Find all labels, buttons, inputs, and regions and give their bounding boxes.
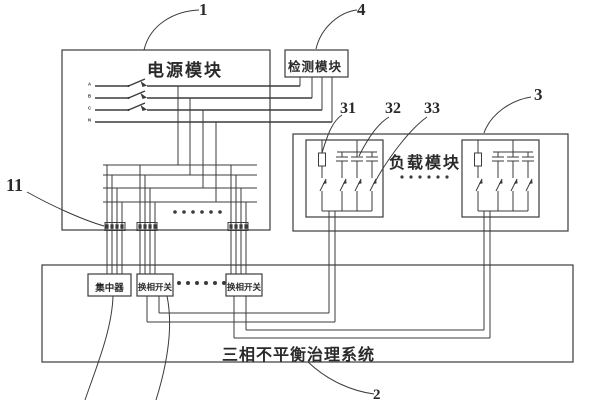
detection-tap-wires (299, 77, 333, 122)
bus-bars (103, 164, 257, 203)
leader-lines (26, 9, 532, 400)
capacitor-icon (350, 151, 364, 212)
concentrator-label: 集中器 (95, 283, 124, 294)
load-module-box (292, 133, 569, 232)
switch-to-load-wires (146, 211, 491, 339)
ref-system-2: 2 (373, 387, 381, 400)
power-module-box (61, 49, 271, 231)
load-branch-group-2 (474, 139, 535, 212)
ellipsis-dots (173, 175, 449, 285)
system-title: 三相不平衡治理系统 (222, 347, 376, 364)
drop-wire-groups (106, 165, 247, 274)
terminal-block (104, 222, 126, 231)
detection-module-title: 检测模块 (288, 60, 343, 74)
phase-label-n: N (88, 118, 92, 124)
phase-switch-2-box (225, 273, 263, 297)
system-box (41, 264, 574, 363)
ref-terminal-11: 11 (6, 175, 24, 195)
ref-branch-switch-33: 33 (424, 100, 440, 117)
phase-to-bus-feeds (177, 86, 217, 202)
phase-lines (95, 78, 332, 123)
phase-label-b: B (88, 94, 92, 100)
capacitor-icon (335, 151, 349, 212)
phase-label-a: A (88, 82, 92, 88)
phase-switch-2-label: 换相开关 (226, 282, 261, 292)
terminal-block (227, 222, 249, 231)
load-module-title: 负载模块 (389, 155, 462, 172)
ref-capacitor-32: 32 (385, 100, 401, 117)
capacitor-icon (506, 151, 520, 212)
capacitor-icon (365, 151, 379, 212)
fuse-icon (474, 139, 484, 212)
ref-load-3: 3 (534, 85, 543, 104)
load-branch-group-1 (318, 139, 379, 212)
ref-power-1: 1 (199, 0, 208, 19)
ref-detection-4: 4 (357, 0, 366, 19)
power-module-title: 电源模块 (147, 61, 223, 80)
terminal-block (136, 222, 158, 231)
phase-label-c: C (88, 106, 92, 112)
ref-fuse-31: 31 (340, 100, 356, 117)
load-branch-group-1-box (305, 139, 384, 218)
phase-switch-1-label: 换相开关 (137, 282, 172, 292)
concentrator-box (87, 273, 132, 297)
terminal-blocks (104, 222, 249, 231)
capacitor-icon (491, 151, 505, 212)
detection-module-box (284, 49, 349, 78)
load-branch-group-2-box (461, 139, 540, 218)
capacitor-icon (521, 151, 535, 212)
